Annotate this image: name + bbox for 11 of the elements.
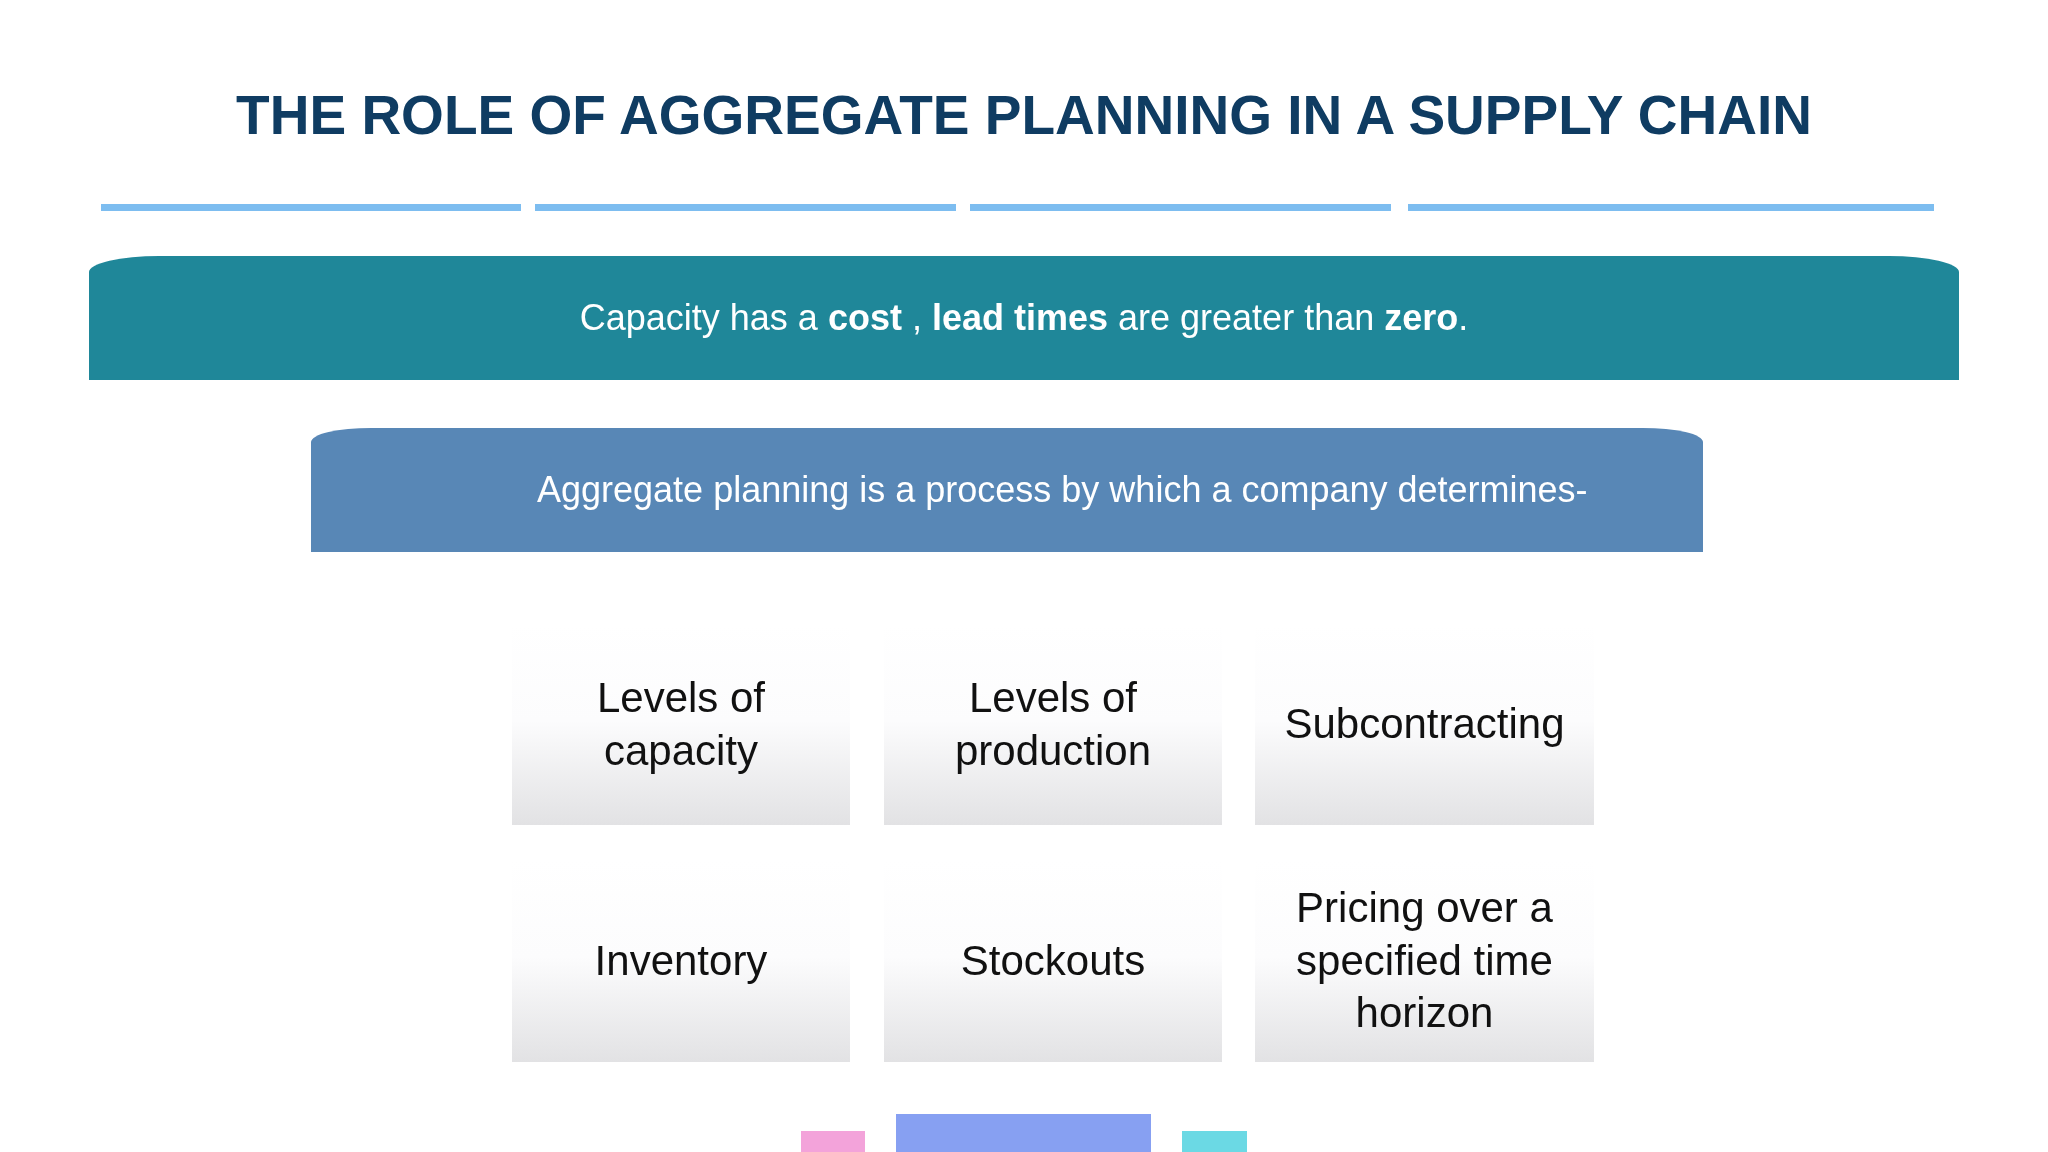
category-label: Inventory [594, 935, 768, 986]
category-label: Subcontracting [1284, 699, 1565, 750]
category-label: Levels of capacity [595, 673, 767, 776]
category-label: Stockouts [960, 935, 1146, 986]
slide-title: THE ROLE OF AGGREGATE PLANNING IN A SUPPLY CHAIN [236, 88, 1812, 143]
category-label: Pricing over a specified time horizon [1295, 883, 1554, 1039]
header-banner [311, 428, 1703, 552]
header-banner [89, 256, 1959, 380]
category-label: Levels of production [953, 673, 1153, 776]
banner-text: Capacity has a cost , lead times are greater than zero. [579, 297, 1469, 339]
banner-text: Aggregate planning is a process by which a company determines- [537, 469, 1588, 511]
